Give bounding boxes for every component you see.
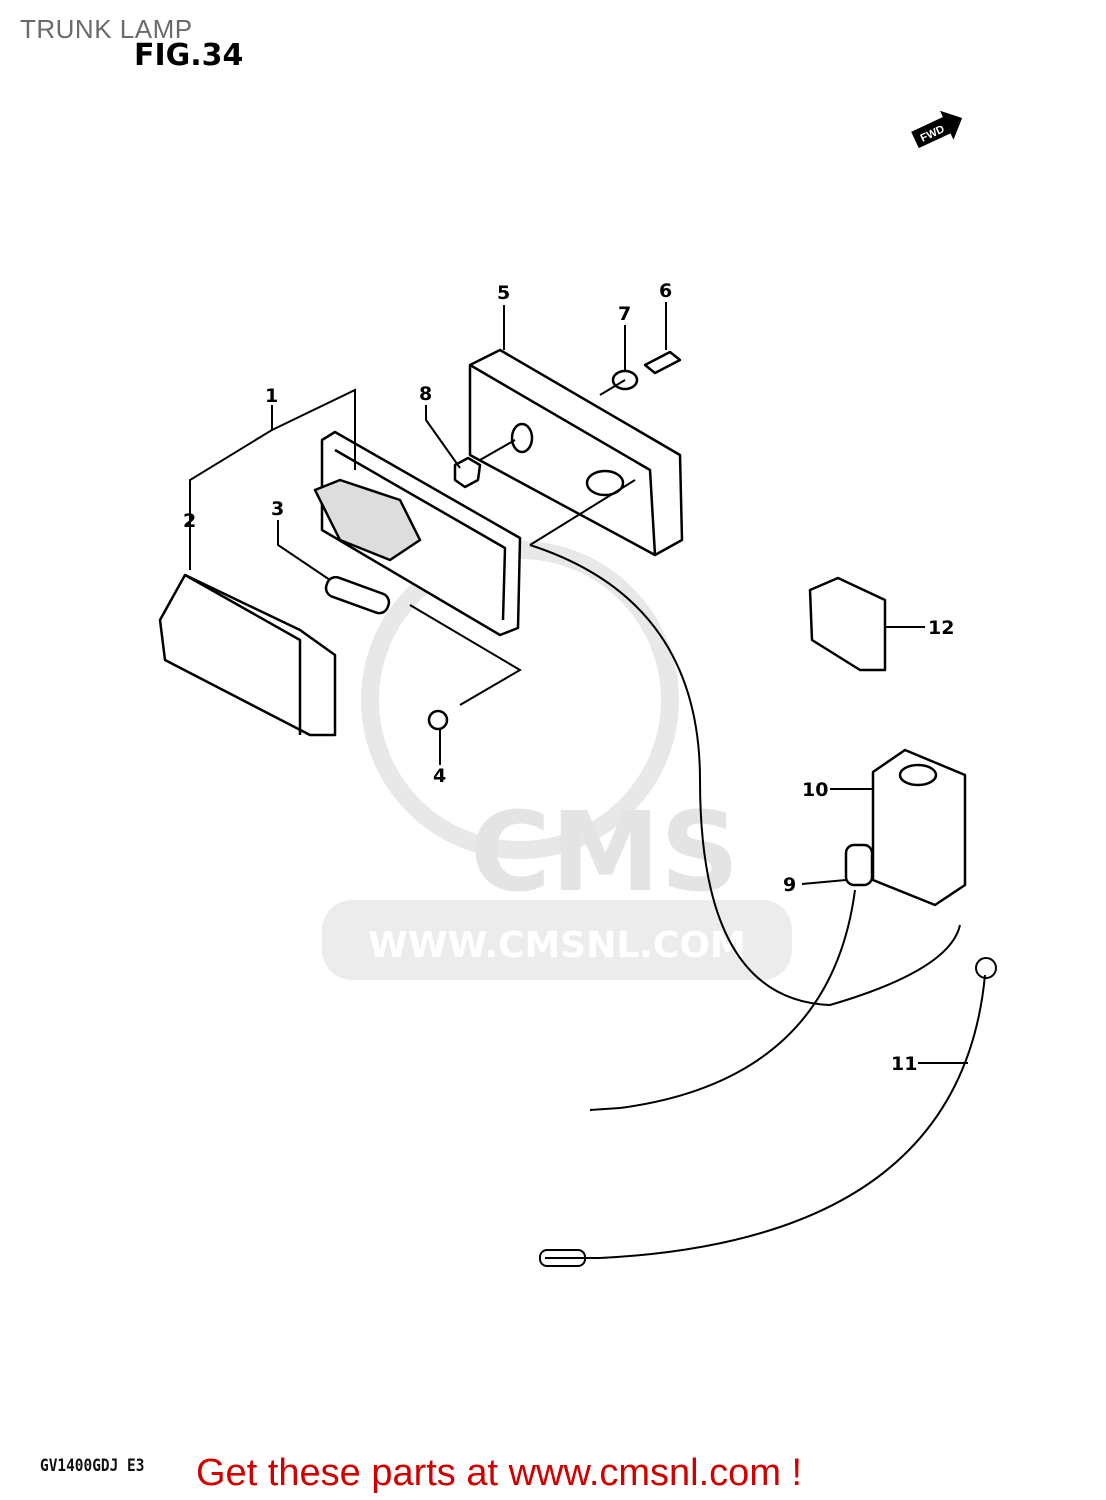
watermark: CMS WWW.CMSNL.COM xyxy=(322,541,792,980)
part-2-lens xyxy=(158,573,337,737)
callout-1: 1 xyxy=(265,385,278,407)
figure-number: FIG.34 xyxy=(134,38,244,73)
callout-12: 12 xyxy=(928,617,954,639)
part-10-boot xyxy=(871,748,967,907)
part-3-bulb xyxy=(324,575,391,615)
part-9-switch xyxy=(844,843,874,887)
watermark-logo: CMS xyxy=(470,788,739,916)
part-6-screw xyxy=(643,350,682,375)
page-title: TRUNK LAMP xyxy=(20,14,193,44)
part-5-cover xyxy=(468,348,684,557)
part-8-nut xyxy=(453,456,482,489)
callout-2: 2 xyxy=(183,510,196,532)
part-4-screw xyxy=(427,709,449,731)
callout-11: 11 xyxy=(891,1053,917,1075)
callout-labels: 1 2 3 4 5 6 7 8 9 10 11 12 xyxy=(183,280,954,1075)
wire-switch xyxy=(589,889,856,1111)
forward-arrow-icon: FWD xyxy=(911,110,963,149)
callout-9: 9 xyxy=(783,874,796,896)
model-code: GV1400GDJ E3 xyxy=(40,1456,145,1476)
wire-harness xyxy=(529,544,961,1007)
callout-7: 7 xyxy=(618,303,631,325)
callout-8: 8 xyxy=(419,383,432,405)
part-12-switch xyxy=(808,576,887,672)
callout-5: 5 xyxy=(497,282,510,304)
callout-4: 4 xyxy=(433,765,446,787)
part-1-housing xyxy=(320,430,522,637)
callout-10: 10 xyxy=(802,779,828,801)
callout-6: 6 xyxy=(659,280,672,302)
part-11-ground-wire xyxy=(545,974,986,1259)
promo-link[interactable]: Get these parts at www.cmsnl.com ! xyxy=(196,1452,803,1494)
callout-3: 3 xyxy=(271,498,284,520)
watermark-url: WWW.CMSNL.COM xyxy=(368,925,746,966)
